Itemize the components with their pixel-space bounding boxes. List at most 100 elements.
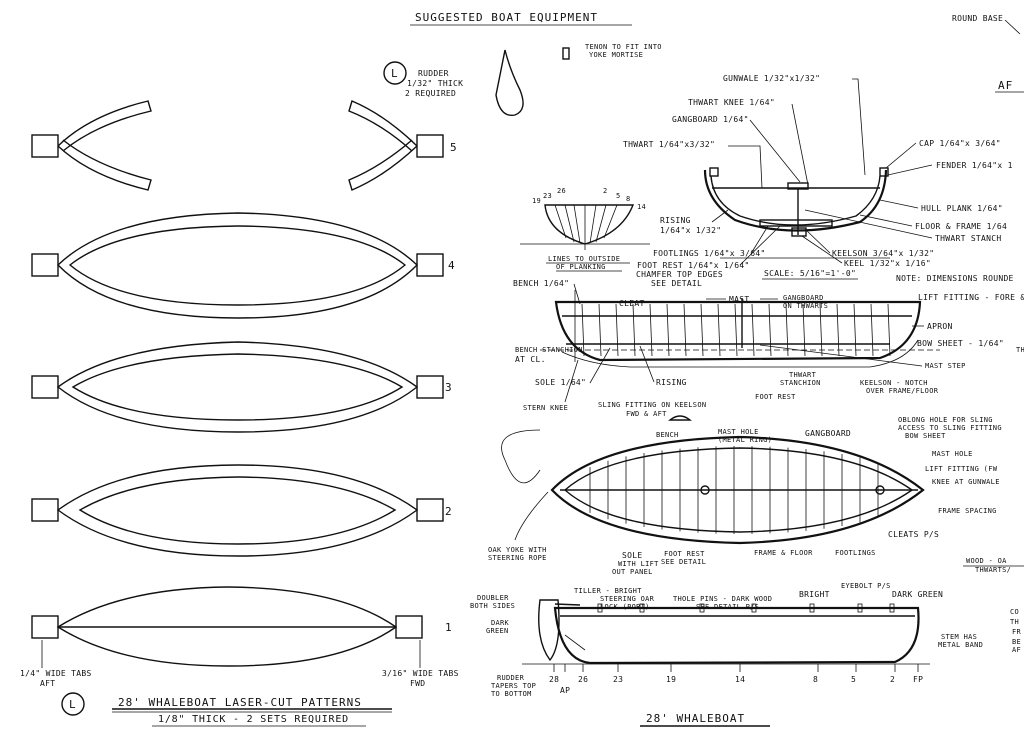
- rudder-tapers-2: TAPERS TOP: [491, 682, 536, 690]
- plan-sole-2: WITH LIFT: [618, 560, 659, 568]
- thole-pin: [597, 603, 603, 613]
- oblong-hole-2: ACCESS TO SLING FITTING: [898, 424, 1002, 432]
- profile-frame-line: [836, 303, 840, 357]
- oak-yoke-1: OAK YOKE WITH: [488, 546, 547, 554]
- stem-band-2: METAL BAND: [938, 641, 983, 649]
- cut-label-4: AF: [1012, 646, 1021, 654]
- stem-band-1: STEM HAS: [941, 633, 977, 641]
- rudder-circle-icon: [383, 61, 407, 85]
- cut-label-0: CO: [1010, 608, 1019, 616]
- frame-num-23: 23: [543, 192, 552, 200]
- profile-frame-line: [598, 303, 602, 357]
- frame-num-19: 19: [532, 197, 541, 205]
- gangboard-thwarts-1: GANGBOARD: [783, 294, 824, 302]
- rudder-note-2: 1/32" THICK: [407, 79, 463, 88]
- sling-fitting-2: FWD & AFT: [626, 410, 667, 418]
- foot-rest-profile-label: FOOT REST: [755, 393, 796, 401]
- profile-frame-line: [717, 303, 721, 357]
- thwart-stanchion-2: STANCHION: [780, 379, 821, 387]
- plan-foot-rest-1: FOOT REST: [664, 550, 705, 558]
- lift-fitting-label: LIFT FITTING - FORE &: [918, 293, 1024, 302]
- bench-label: BENCH 1/64": [513, 279, 569, 288]
- frame-num-8: 8: [626, 195, 631, 203]
- rudder-tapers-1: RUDDER: [497, 674, 525, 682]
- station-label: 14: [735, 675, 745, 684]
- profile-frame-line: [632, 303, 636, 357]
- station-label: FP: [913, 675, 923, 684]
- rudder-detail: L RUDDER 1/32" THICK 2 REQUIRED TENON TO…: [383, 43, 661, 117]
- mast-hole-ring-1: MAST HOLE: [718, 428, 759, 436]
- station-label: 28: [549, 675, 559, 684]
- cut-label-2: FR: [1012, 628, 1022, 636]
- pattern-number-3: 3: [445, 381, 452, 394]
- floor-frame-label: FLOOR & FRAME 1/64: [915, 222, 1007, 231]
- lines-note-2: OF PLANKING: [556, 263, 606, 271]
- midship-section: [703, 167, 890, 259]
- pattern-5: 5: [31, 100, 457, 191]
- pattern-number-5: 5: [450, 141, 457, 154]
- thole-pin: [639, 603, 645, 613]
- profile-frame-line: [768, 303, 772, 357]
- station-label: 2: [890, 675, 895, 684]
- profile-frame-line: [819, 303, 823, 357]
- sling-fitting-icon: [668, 415, 692, 421]
- profile-frame-line: [887, 303, 891, 357]
- tabs-fwd-1: 3/16" WIDE TABS: [382, 669, 459, 678]
- cap-label: CAP 1/64"x 3/64": [919, 139, 1001, 148]
- tenon-note-2: YOKE MORTISE: [589, 51, 643, 59]
- round-base-leader: [1004, 19, 1021, 35]
- plan-sole-1: SOLE: [622, 551, 642, 560]
- thwart-knee-label: THWART KNEE 1/64": [688, 98, 775, 107]
- dark-green-right: DARK GREEN: [892, 590, 943, 599]
- knee-gunwale-label: KNEE AT GUNWALE: [932, 478, 1000, 486]
- fender-label: FENDER 1/64"x 1: [936, 161, 1013, 170]
- bench-stanchion-2: AT CL.: [515, 355, 546, 364]
- rising-label-1: RISING: [660, 216, 691, 225]
- dimensions-note: NOTE: DIMENSIONS ROUNDE: [896, 274, 1014, 283]
- scale-label: SCALE: 5/16"=1'-0": [764, 269, 856, 278]
- oak-yoke-2: STEERING ROPE: [488, 554, 547, 562]
- rising-label-2: 1/64"x 1/32": [660, 226, 721, 235]
- plan-footlings: FOOTLINGS: [835, 549, 876, 557]
- bench-stanchion-1: BENCH STANCHION: [515, 346, 583, 354]
- plan-gangboard-label: GANGBOARD: [805, 429, 851, 438]
- thole-pin: [889, 603, 895, 613]
- elevation-view: [522, 599, 930, 672]
- sole-label: SOLE 1/64": [535, 378, 586, 387]
- frame-num-5: 5: [616, 192, 621, 200]
- rudder-note-1: RUDDER: [418, 69, 449, 78]
- station-label: AP: [560, 686, 570, 695]
- thole-pin: [857, 603, 863, 613]
- mast-step-label: MAST STEP: [925, 362, 966, 370]
- pattern-4: 4: [31, 212, 455, 319]
- frame-num-2: 2: [603, 187, 608, 195]
- oblong-hole-1: OBLONG HOLE FOR SLING: [898, 416, 993, 424]
- pattern-number-4: 4: [448, 259, 455, 272]
- foot-rest-label-1: FOOT REST 1/64"x 1/64": [637, 261, 750, 270]
- profile-view: [540, 290, 940, 368]
- round-base-label: ROUND BASE: [952, 14, 1003, 23]
- mast-label: MAST: [729, 295, 749, 304]
- cleat-label: CLEAT: [619, 299, 645, 308]
- thwart-stanchion-1: THWART: [789, 371, 817, 379]
- keel-label: KEEL 1/32"x 1/16": [844, 259, 931, 268]
- profile-frame-line: [649, 303, 653, 357]
- boat-title: 28' WHALEBOAT: [646, 712, 745, 725]
- profile-frame-line: [785, 303, 789, 357]
- pattern-number-2: 2: [445, 505, 452, 518]
- thole-pins-1: THOLE PINS - DARK WOOD: [673, 595, 772, 603]
- gunwale-label: GUNWALE 1/32"x1/32": [723, 74, 820, 83]
- thole-pin: [809, 603, 815, 613]
- cut-label-3: BE: [1012, 638, 1021, 646]
- keelson-label: KEELSON 3/64"x 1/32": [832, 249, 934, 258]
- thole-pins-2: SEE DETAIL P/S: [696, 603, 759, 611]
- tabs-aft-2: AFT: [40, 679, 55, 688]
- frame-num-26: 26: [557, 187, 566, 195]
- thole-pin: [699, 603, 705, 613]
- tabs-fwd-2: FWD: [410, 679, 425, 688]
- doubler-1: DOUBLER: [477, 594, 509, 602]
- th-partial-label: TH: [1016, 346, 1024, 354]
- station-label: 23: [613, 675, 623, 684]
